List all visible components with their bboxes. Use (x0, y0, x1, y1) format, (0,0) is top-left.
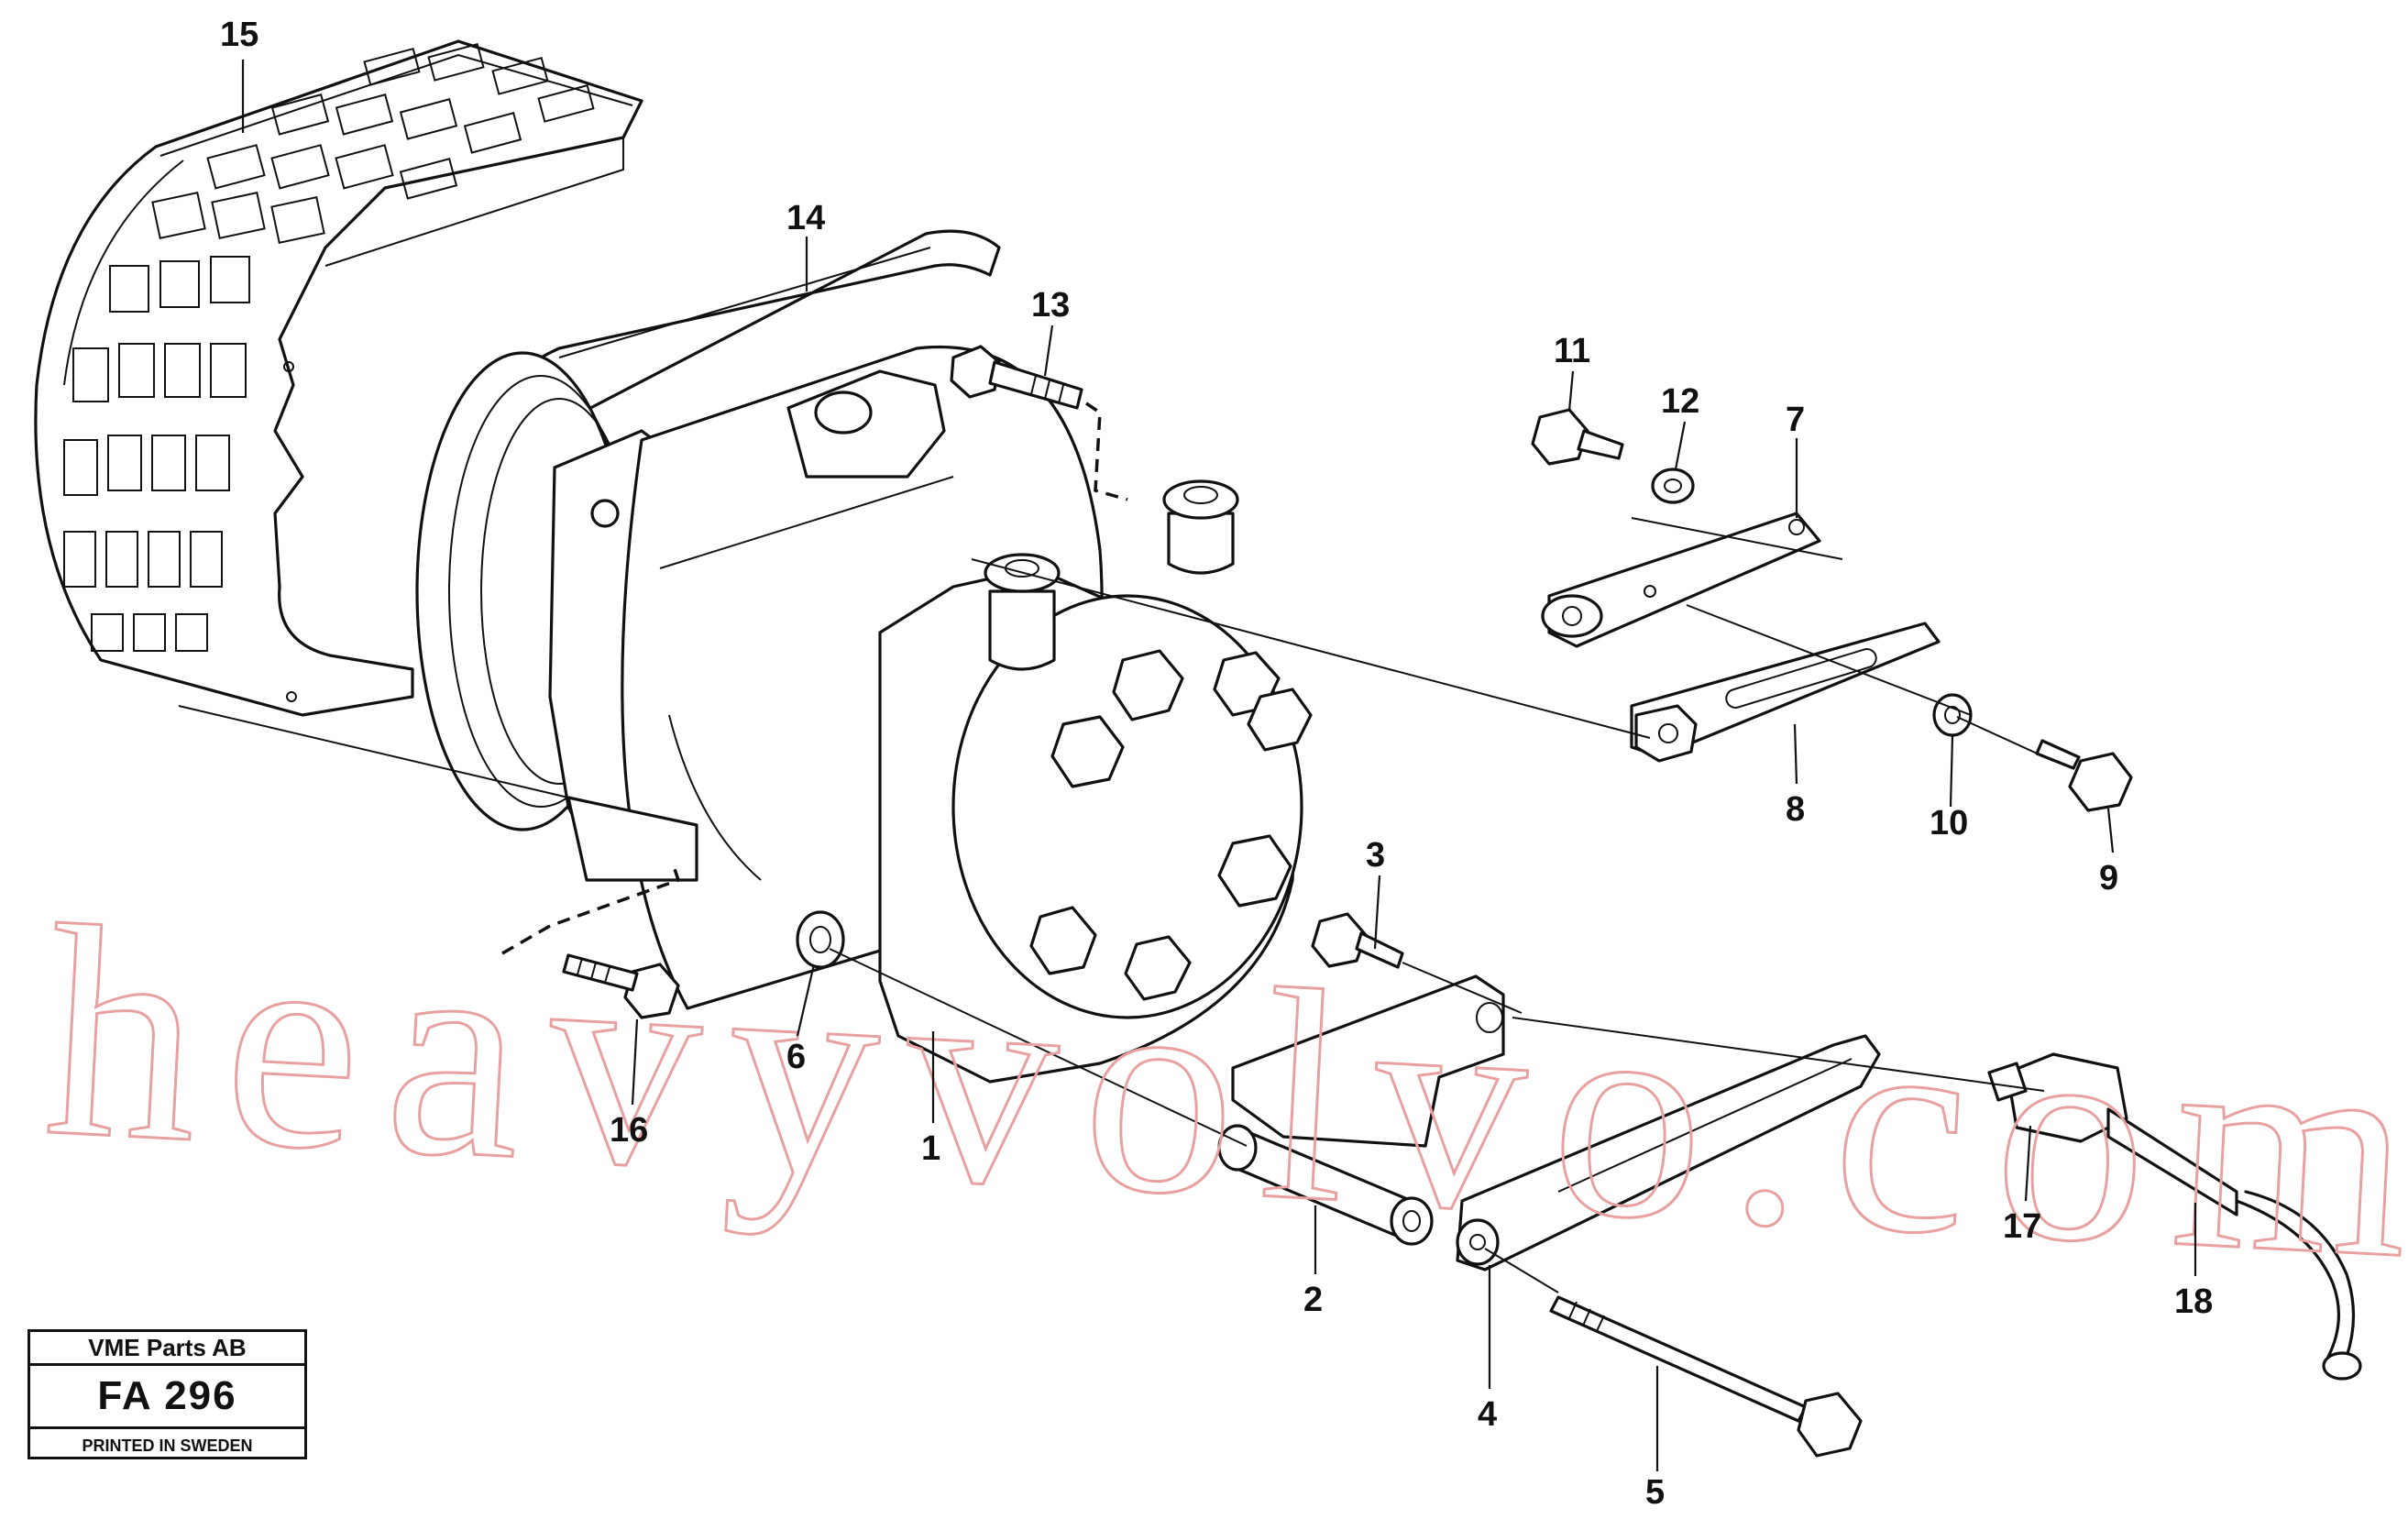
callout-18: 18 (2174, 1282, 2213, 1321)
switch-17 (1987, 1052, 2128, 1143)
callout-3: 3 (1366, 836, 1385, 875)
adjusting-link-7 (1541, 512, 1821, 648)
mounting-bracket (1231, 974, 1505, 1148)
callout-11: 11 (1554, 332, 1590, 370)
alignment-lines (178, 517, 2054, 1293)
callout-14: 14 (786, 199, 825, 237)
spacer-tube-2 (1217, 1124, 1434, 1246)
callout-8: 8 (1786, 790, 1805, 829)
callout-12: 12 (1661, 382, 1699, 421)
watermark: heavyvolvo.com (38, 864, 2408, 1323)
callout-6: 6 (786, 1038, 806, 1076)
long-bolt-5 (1549, 1295, 1863, 1458)
tension-arm-4 (1456, 1034, 1881, 1271)
callout-4: 4 (1478, 1395, 1497, 1434)
bolt-16 (562, 953, 680, 1019)
washer-12 (1651, 468, 1695, 504)
callout-5: 5 (1645, 1473, 1665, 1512)
belt-guard (34, 39, 643, 717)
guard-vent-slots (63, 42, 595, 652)
bolt-9 (2035, 739, 2133, 812)
callout-13: 13 (1031, 286, 1070, 325)
callout-labels: 15 14 13 11 12 7 8 10 9 3 6 16 1 2 4 5 1… (220, 16, 2213, 1512)
callout-15: 15 (220, 16, 258, 54)
leader-lines (241, 60, 2197, 1471)
bolt-13 (950, 345, 1083, 410)
printed-note: PRINTED IN SWEDEN (82, 1436, 253, 1455)
washer-10 (1932, 693, 1973, 737)
cable-18 (2106, 1107, 2362, 1381)
callout-16: 16 (610, 1111, 648, 1150)
callout-9: 9 (2099, 859, 2118, 897)
callout-10: 10 (1930, 804, 1968, 842)
callout-2: 2 (1303, 1281, 1323, 1319)
compressor (415, 346, 1313, 1084)
slotted-link-8 (1630, 622, 1941, 763)
figure-id: FA 296 (30, 1366, 304, 1429)
callout-17: 17 (2003, 1207, 2041, 1246)
callout-7: 7 (1786, 401, 1805, 439)
callout-1: 1 (921, 1129, 940, 1168)
title-block: VME Parts AB FA 296 PRINTED IN SWEDEN (27, 1329, 307, 1459)
bolt-11 (1531, 408, 1624, 466)
company-name: VME Parts AB (30, 1332, 304, 1366)
bolt-3 (1311, 912, 1404, 969)
